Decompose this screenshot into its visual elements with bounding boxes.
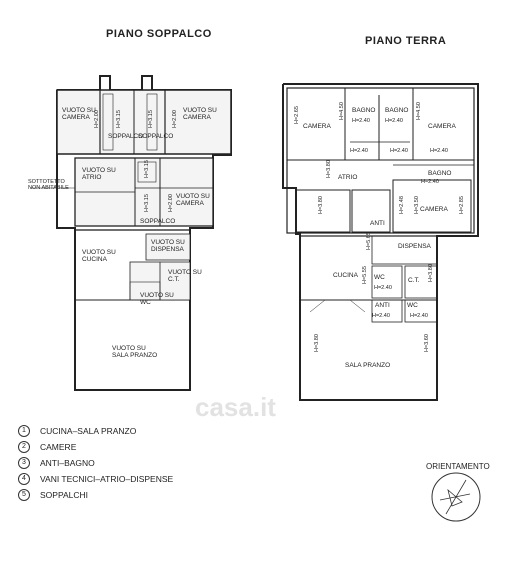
height-label: H=3.80 — [314, 334, 320, 352]
right-room-label: ATRIO — [338, 174, 357, 181]
height-label: H=2.40 — [390, 148, 408, 154]
height-label: H=2.40 — [385, 118, 403, 124]
left-plan-title: PIANO SOPPALCO — [106, 28, 212, 40]
height-label: H=4.50 — [339, 102, 345, 120]
height-label: H=3.80 — [318, 196, 324, 214]
left-room-label: SOPPALCO — [138, 133, 173, 140]
orientation-label: ORIENTAMENTO — [426, 462, 490, 471]
height-label: H=2.40 — [410, 313, 428, 319]
watermark: casa.it — [195, 392, 276, 422]
right-room-label: DISPENSA — [398, 243, 432, 250]
right-room-label: CAMERA — [428, 123, 456, 130]
left-lower-block — [74, 229, 191, 391]
height-label: H=2.40 — [372, 313, 390, 319]
right-room-label: CUCINA — [333, 272, 359, 279]
right-plan-outline — [282, 83, 479, 401]
height-label: H=2.40 — [430, 148, 448, 154]
left-stairs-1 — [102, 93, 114, 151]
height-label: H=2.00 — [172, 110, 178, 128]
right-room-label: ANTI — [370, 220, 385, 227]
right-room-label: C.T. — [408, 277, 420, 284]
right-room-label: CAMERA — [303, 123, 331, 130]
height-label: H=5.55 — [362, 266, 368, 284]
right-room-label: WC — [407, 302, 418, 309]
right-room-label: SALA PRANZO — [345, 362, 390, 369]
height-label: H=2.00 — [168, 194, 174, 212]
height-label: H=3.60 — [424, 334, 430, 352]
right-room-label: CAMERA — [420, 206, 448, 213]
height-label: H=3.15 — [116, 110, 122, 128]
height-label: H=2.00 — [94, 110, 100, 128]
height-label: H=2.40 — [352, 118, 370, 124]
height-label: H=3.50 — [414, 196, 420, 214]
right-plan — [282, 83, 479, 401]
left-heights: H=2.00 H=3.15 H=3.15 H=2.00 H=3.15 H=2.0… — [94, 110, 178, 212]
right-heights: H=2.65 H=4.50 H=2.40 H=2.40 H=4.50 H=2.4… — [294, 102, 465, 352]
left-plan — [30, 75, 232, 391]
height-label: H=2.40 — [350, 148, 368, 154]
height-label: H=2.65 — [294, 106, 300, 124]
left-room-label: SOPPALCO — [108, 133, 143, 140]
right-room-labels: CAMERA BAGNO BAGNO CAMERA ATRIO BAGNO CA… — [303, 107, 456, 369]
compass-icon — [431, 472, 481, 522]
height-label: H=4.50 — [416, 102, 422, 120]
right-room-label: WC — [374, 274, 385, 281]
height-label: H=2.40 — [421, 179, 439, 185]
height-label: H=3.15 — [148, 110, 154, 128]
left-stairs-2 — [146, 93, 158, 151]
height-label: H=2.48 — [399, 196, 405, 214]
height-label: H=2.85 — [459, 196, 465, 214]
left-room-label: SOPPALCO — [140, 218, 175, 225]
right-room-label: BAGNO — [428, 170, 451, 177]
right-room-label: BAGNO — [385, 107, 408, 114]
height-label: H=3.15 — [144, 194, 150, 212]
height-label: H=3.15 — [144, 160, 150, 178]
right-room-label: BAGNO — [352, 107, 375, 114]
height-label: H=2.40 — [374, 285, 392, 291]
height-label: H=3.80 — [428, 264, 434, 282]
left-mezzanine-block — [56, 89, 232, 155]
height-label: H=5.65 — [366, 232, 372, 250]
right-plan-title: PIANO TERRA — [365, 35, 447, 47]
height-label: H=3.80 — [326, 160, 332, 178]
right-room-label: ANTI — [375, 302, 390, 309]
